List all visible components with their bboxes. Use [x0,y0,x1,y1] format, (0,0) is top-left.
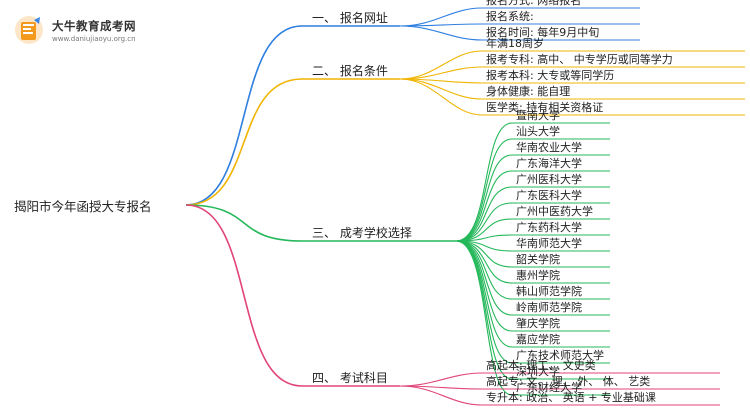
leaf-item: 华南师范大学 [516,237,582,250]
leaf-item: 高起本: 理工、 文史类 [486,359,596,372]
branch-to-leaf-connector [399,25,483,41]
branch-label: 一、 报名网址 [312,11,388,25]
root-to-branch-connector [185,204,303,242]
branch-to-leaf-connector [455,202,513,242]
leaf-item: 惠州学院 [516,269,560,282]
leaf-item: 华南农业大学 [516,141,582,154]
leaf-item: 嘉应学院 [516,333,560,346]
leaf-item: 广东海洋大学 [516,157,582,170]
branch-label: 三、 成考学校选择 [312,226,412,240]
leaf-item: 广东财经大学 [516,381,582,394]
branch-to-leaf-connector [455,240,513,284]
leaf-item: 肇庆学院 [516,317,560,330]
branch-to-leaf-connector [455,122,513,242]
brand-title: 大牛教育成考网 [52,19,136,33]
leaf-item: 广东医科大学 [516,189,582,202]
root-to-branch-connector [185,78,303,206]
brand-logo: 大牛教育成考网 www.daniujiaoyu.org.cn [12,10,212,50]
leaf-item: 汕头大学 [516,125,560,138]
book-icon [15,16,43,44]
branch-label: 二、 报名条件 [312,64,388,78]
leaf-item: 医学类: 持有相关资格证 [486,101,604,114]
leaf-item: 广东技术师范大学 [516,349,604,362]
leaf-item: 广东药科大学 [516,221,582,234]
root-to-branch-connector [185,204,303,387]
branch-to-leaf-connector [399,385,483,406]
branch-to-leaf-connector [455,138,513,242]
leaf-item: 暨南大学 [516,109,560,122]
leaf-item: 身体健康: 能自理 [486,85,571,98]
leaf-item: 高起专: 文、 理、 外、 体、 艺类 [486,375,651,388]
leaf-item: 专升本: 政治、 英语 + 专业基础课 [486,391,656,404]
leaf-item: 韩山师范学院 [516,285,582,298]
mindmap-root: 揭阳市今年函授大专报名 [14,199,152,214]
brand-url: www.daniujiaoyu.org.cn [52,35,136,43]
leaf-item: 年满18周岁 [486,37,544,50]
branch-label: 四、 考试科目 [312,371,388,385]
branch-to-leaf-connector [399,50,483,80]
leaf-item: 广州医科大学 [516,173,582,186]
leaf-item: 报名系统: [486,10,534,23]
leaf-item: 报考本科: 大专或等同学历 [486,69,615,82]
branch-to-leaf-connector [399,7,483,27]
branch-to-leaf-connector [455,240,513,396]
branch-to-leaf-connector [455,154,513,242]
root-to-branch-connector [185,25,303,206]
leaf-item: 广州中医药大学 [516,205,593,218]
branch-to-leaf-connector [399,372,483,387]
leaf-item: 报名方式: 网络报名 [486,0,582,7]
leaf-item: 韶关学院 [516,253,560,266]
leaf-item: 深圳大学 [516,365,560,378]
branch-to-leaf-connector [399,78,483,116]
branch-to-leaf-connector [455,170,513,242]
leaf-item: 报考专科: 高中、 中专学历或同等学力 [486,53,673,66]
branch-to-leaf-connector [455,186,513,242]
branch-to-leaf-connector [399,66,483,80]
leaf-item: 岭南师范学院 [516,301,582,314]
leaf-item: 报名时间: 每年9月中旬 [486,26,600,39]
branch-to-leaf-connector [455,240,513,300]
